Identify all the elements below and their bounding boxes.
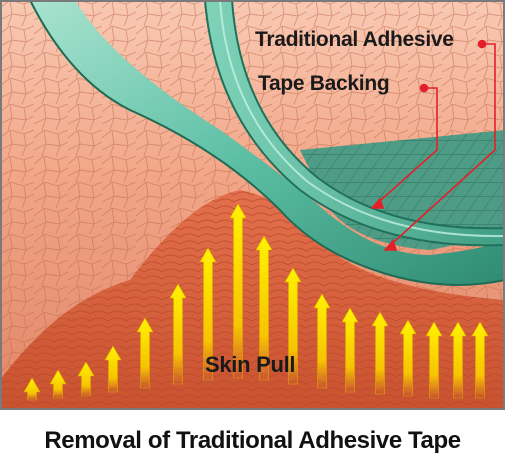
illustration [0,0,505,410]
callout-tape-backing: Tape Backing [258,72,389,96]
leader-dot-backing [421,85,428,92]
figure-caption: Removal of Traditional Adhesive Tape [0,410,505,472]
callout-skin-pull: Skin Pull [205,352,295,378]
callout-traditional-adhesive: Traditional Adhesive [255,28,454,52]
leader-dot-traditional [479,41,486,48]
